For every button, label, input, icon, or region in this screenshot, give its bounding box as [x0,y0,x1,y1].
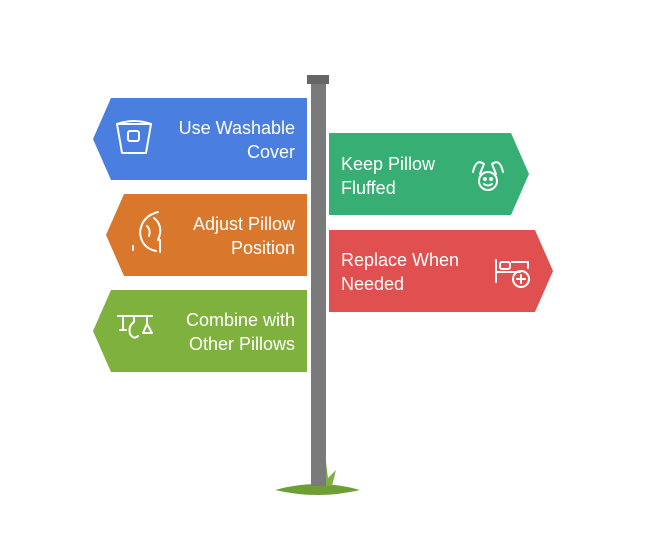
sign-adjust [106,194,307,276]
hands-baby-icon [472,161,504,191]
sign-combine-label: Combine with Other Pillows [185,310,295,354]
sign-washable-label: Use Washable Cover [178,118,295,162]
sign-fluffed [329,133,529,215]
post-pole [311,84,326,486]
post-cap [307,75,329,84]
combine-shapes-icon [117,315,153,339]
sign-adjust-label: Adjust Pillow Position [192,214,295,258]
head-rest-icon [132,211,162,253]
sign-replace [329,230,553,312]
sign-replace-label: Replace When Needed [341,250,460,294]
bed-add-icon [495,259,530,288]
washing-tub-icon [116,120,152,154]
sign-fluffed-label: Keep Pillow Fluffed [341,154,436,198]
ground-mound [275,484,360,495]
sign-washable [93,98,307,180]
sign-combine [93,290,307,372]
